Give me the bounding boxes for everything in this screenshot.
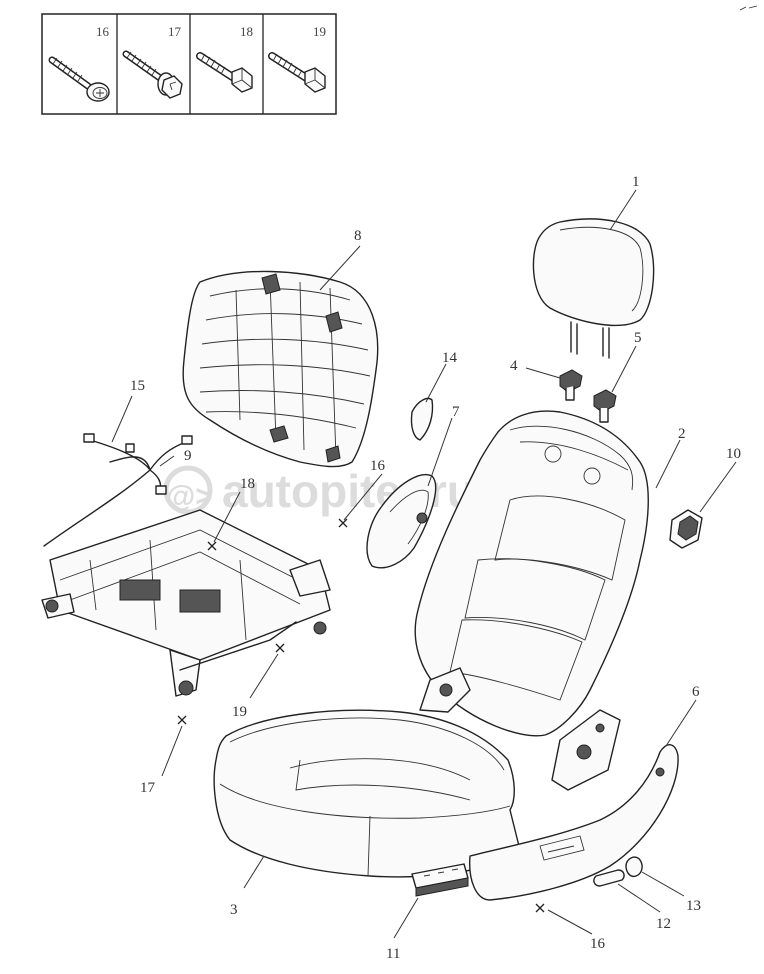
callout-6: 6: [692, 684, 700, 700]
legend-number-16: 16: [96, 24, 110, 39]
switch-module: [411, 863, 469, 897]
callout-1: 1: [632, 174, 640, 190]
watermark-logo: @>: [166, 480, 213, 513]
recliner-bracket-left: [419, 667, 471, 713]
flange-bolt-icon: [122, 50, 183, 99]
hex-bolt-icon: [196, 52, 253, 93]
callout-11: 11: [386, 946, 400, 962]
callout-5: 5: [634, 330, 642, 346]
switch-knob: [593, 869, 625, 887]
headrest-guide-right: [593, 389, 617, 423]
callout-10: 10: [726, 446, 741, 462]
callout-14: 14: [442, 350, 458, 366]
seatback-cover: [414, 410, 649, 737]
wiring-harness: [43, 433, 193, 547]
headrest-guide-left: [559, 369, 583, 401]
callout-2: 2: [678, 426, 686, 442]
seat-frame-assembly: [41, 509, 331, 697]
callout-4: 4: [510, 358, 518, 374]
callout-12: 12: [656, 916, 671, 932]
legend-number-18: 18: [240, 24, 253, 39]
self-tapping-screw-icon: [48, 56, 110, 102]
callout-18: 18: [240, 476, 255, 492]
callout-17: 17: [140, 780, 156, 796]
corner-mark: [739, 5, 758, 11]
legend-number-19: 19: [313, 24, 326, 39]
callout-7: 7: [452, 404, 460, 420]
seatback-frame: [182, 270, 379, 468]
hex-bolt-long-icon: [268, 52, 326, 93]
knob-cap: [625, 856, 643, 878]
callout-16-upper: 16: [370, 458, 386, 474]
side-trim-cover: [366, 474, 437, 569]
callout-16-lower: 16: [590, 936, 606, 952]
callout-13: 13: [686, 898, 701, 914]
callout-labels: 1 2 3 4 5 6 7 8 9 10 11 12 13 14 15 16 1…: [130, 174, 741, 962]
callout-8: 8: [354, 228, 362, 244]
legend-number-17: 17: [168, 24, 182, 39]
hardware-legend: 16 17 18 19: [41, 13, 337, 115]
leader-lines: [111, 189, 737, 939]
callout-9: 9: [184, 448, 192, 464]
recliner-bracket-right: [551, 709, 621, 791]
callout-19: 19: [232, 704, 247, 720]
side-shield: [469, 744, 679, 901]
fastener-markers: [177, 518, 545, 913]
watermark-text: autopiter.ru: [222, 465, 475, 517]
seat-cushion: [213, 709, 521, 878]
headrest: [532, 218, 655, 359]
trim-cap: [410, 397, 434, 441]
callout-3: 3: [230, 902, 238, 918]
callout-15: 15: [130, 378, 145, 394]
lumbar-switch: [669, 509, 703, 549]
